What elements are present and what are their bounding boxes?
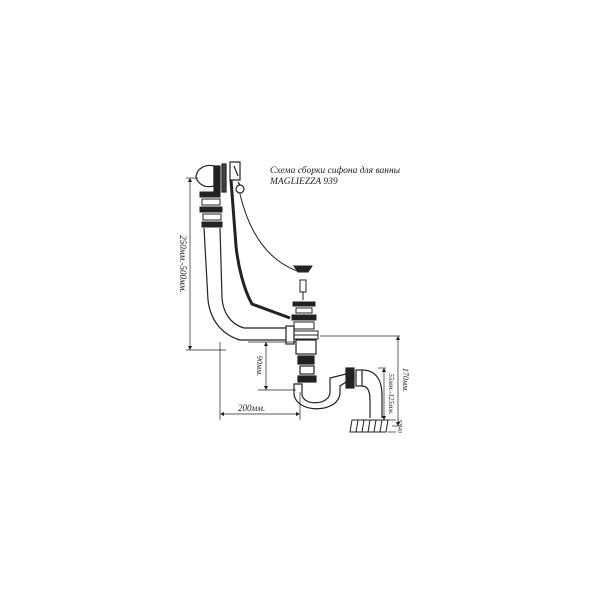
overflow-head (195, 161, 245, 194)
drain-stack (289, 301, 319, 340)
outlet-pipe (361, 369, 383, 418)
caption-model: MAGLIEZZA 939 (270, 177, 338, 187)
dimension-lines (186, 177, 402, 433)
overflow-hose (203, 227, 286, 341)
diagram-caption: Схема сборки сифона для ванны MAGLIEZZA … (270, 166, 400, 188)
caption-title: Схема сборки сифона для ванны (270, 166, 401, 176)
dim-total-height: 170мм. (401, 368, 410, 392)
u-trap (293, 367, 363, 410)
dim-drain-depth: 90мм. (255, 356, 264, 376)
dim-overflow-height: 250мм.-500мм. (178, 235, 188, 292)
dim-horizontal-length: 200мм. (238, 403, 265, 413)
outlet-sleeve (349, 419, 389, 433)
overflow-nut-stack (199, 191, 223, 228)
tee-connector (285, 325, 317, 383)
dim-outlet-diameter: 32/40 (396, 418, 403, 433)
stopper-plug (293, 265, 313, 300)
dim-seal-height: 55мм.-125мм. (387, 373, 395, 414)
control-cable (229, 179, 301, 320)
